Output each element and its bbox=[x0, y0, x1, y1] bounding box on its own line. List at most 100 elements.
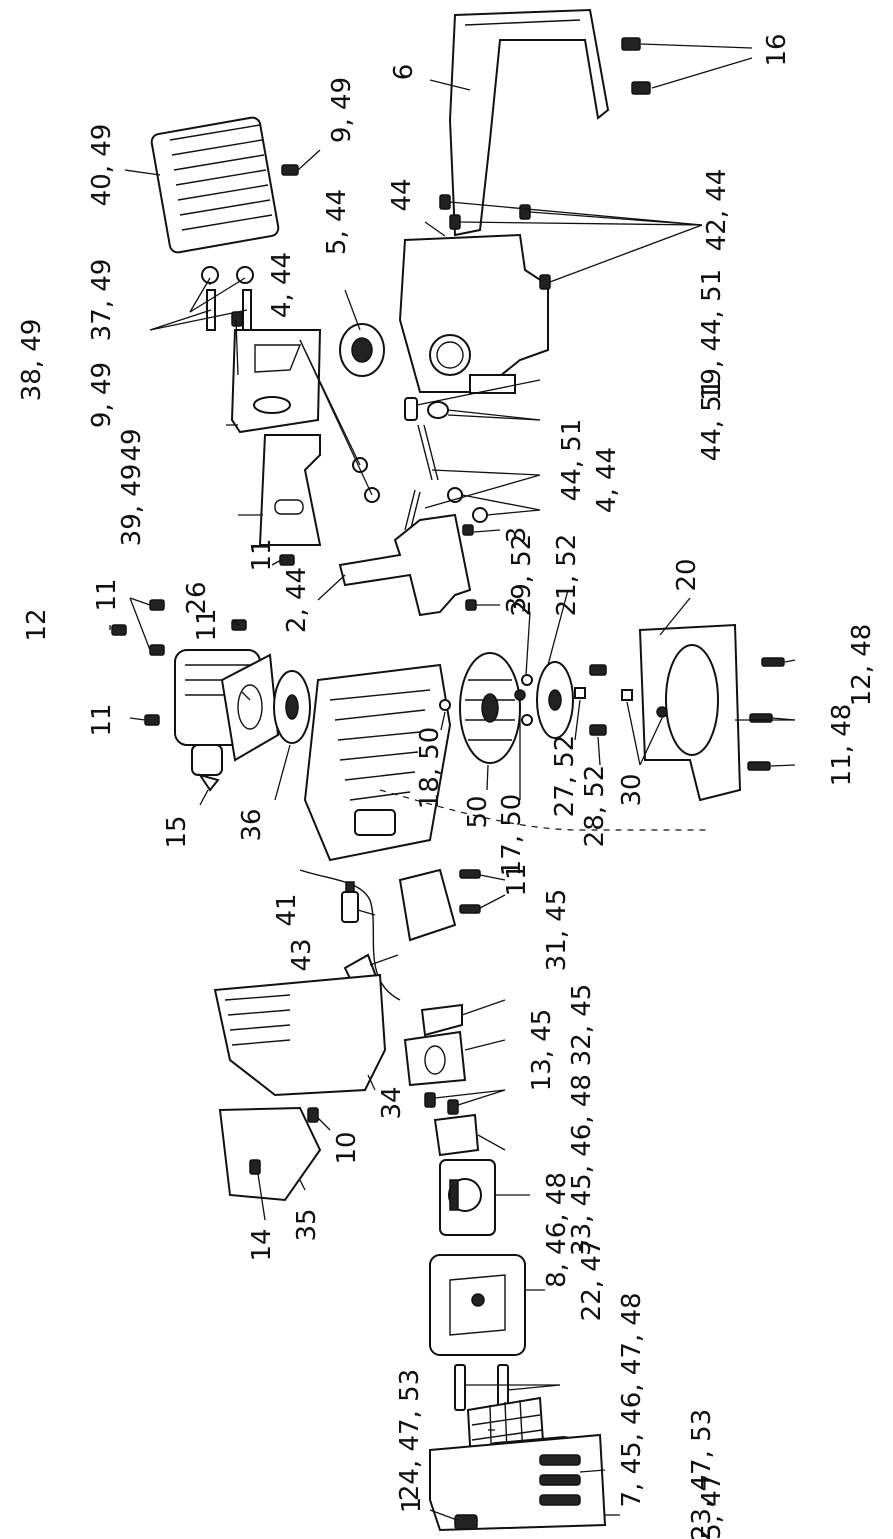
part-11-bolt bbox=[279, 554, 295, 566]
part-41-spark-plug bbox=[341, 881, 359, 923]
callout-8-46-48: 8, 46, 48 bbox=[542, 1172, 572, 1288]
part-25-filter-cover bbox=[429, 1433, 607, 1532]
part-10-screw bbox=[307, 1107, 319, 1123]
part-8-carburetor bbox=[439, 1159, 496, 1236]
part-6-cover bbox=[448, 8, 610, 237]
callout-18-50: 18, 50 bbox=[415, 727, 445, 810]
part-4-grommets bbox=[352, 457, 488, 523]
callout-29-52: 29, 52 bbox=[507, 534, 537, 617]
callout-15: 15 bbox=[162, 815, 192, 848]
callout-33-45-46-48: 33, 45, 46, 48 bbox=[567, 1074, 597, 1256]
part-50-flywheel bbox=[459, 652, 521, 764]
callout-4-44-right: 4, 44 bbox=[592, 447, 622, 513]
part-17-nut bbox=[514, 689, 526, 701]
callout-9-49-top: 9, 49 bbox=[327, 77, 357, 143]
callout-11-e: 11 bbox=[502, 863, 532, 896]
callout-23-47-53: 23, 47, 53 bbox=[687, 1409, 717, 1539]
callout-5-44: 5, 44 bbox=[322, 189, 352, 255]
part-31-32-33-carb-gaskets bbox=[403, 1003, 480, 1157]
part-5-fuel-cap bbox=[339, 323, 385, 377]
part-1-knob bbox=[454, 1514, 478, 1530]
callout-42-44: 42, 44 bbox=[702, 169, 732, 252]
callout-32-45: 32, 45 bbox=[567, 984, 597, 1067]
part-26-starter-gasket bbox=[220, 653, 280, 762]
part-29-washer bbox=[521, 674, 533, 686]
callout-11-48: 11, 48 bbox=[827, 704, 857, 787]
callout-3-bottom: 3 bbox=[502, 597, 532, 614]
callout-35: 35 bbox=[292, 1208, 322, 1241]
part-12-11-housing-bolts bbox=[747, 657, 785, 771]
callout-30: 30 bbox=[617, 773, 647, 806]
callout-10: 10 bbox=[332, 1131, 362, 1164]
part-49-muffler bbox=[230, 329, 322, 434]
engine-block bbox=[303, 663, 452, 862]
callout-20: 20 bbox=[672, 558, 702, 591]
part-7-screws bbox=[454, 1364, 509, 1411]
callout-22-47: 22, 47 bbox=[577, 1239, 607, 1322]
callout-49: 49 bbox=[117, 428, 147, 461]
callout-31-45: 31, 45 bbox=[542, 889, 572, 972]
callout-11-d: 11 bbox=[87, 703, 117, 736]
callout-12: 12 bbox=[22, 608, 52, 641]
part-40-muffler-shield bbox=[150, 116, 280, 254]
callout-44-51-a: 44, 51 bbox=[697, 379, 727, 462]
part-39-gasket bbox=[258, 434, 322, 546]
part-27-28-30-clutch-hardware bbox=[574, 664, 633, 736]
callout-27-52: 27, 52 bbox=[550, 735, 580, 818]
callout-40-49: 40, 49 bbox=[87, 124, 117, 207]
callout-21-52: 21, 52 bbox=[552, 534, 582, 617]
part-36-pulley bbox=[273, 670, 311, 744]
part-29-washer bbox=[521, 714, 533, 726]
part-37-38-washers bbox=[201, 266, 254, 331]
callout-50: 50 bbox=[463, 795, 493, 828]
callout-34: 34 bbox=[377, 1086, 407, 1119]
callout-12-48: 12, 48 bbox=[847, 624, 877, 707]
callout-labels: 16 6 9, 49 40, 49 44 5, 44 42, 44 4, 44 … bbox=[17, 33, 877, 1539]
callout-13-45: 13, 45 bbox=[527, 1009, 557, 1092]
part-22-air-box bbox=[429, 1254, 526, 1356]
part-19-fuel-filter-lines bbox=[404, 397, 449, 533]
part-3-nut-b bbox=[465, 599, 477, 611]
part-12-11-starter-bolts bbox=[111, 599, 165, 726]
callout-2-44: 2, 44 bbox=[282, 567, 312, 633]
callout-43: 43 bbox=[287, 938, 317, 971]
callout-44-51-b: 44, 51 bbox=[557, 419, 587, 502]
callout-11-b: 11 bbox=[192, 608, 222, 641]
callout-14: 14 bbox=[247, 1228, 277, 1261]
callout-19-44-51: 19, 44, 51 bbox=[697, 269, 727, 401]
callout-36: 36 bbox=[237, 808, 267, 841]
separation-line bbox=[379, 789, 710, 831]
part-16-bolts bbox=[621, 37, 651, 95]
part-14-screw bbox=[249, 1159, 261, 1175]
part-44-bracket bbox=[398, 233, 549, 394]
callout-44-top: 44 bbox=[387, 178, 417, 211]
callout-11-c: 11 bbox=[92, 578, 122, 611]
callout-16: 16 bbox=[762, 33, 792, 66]
callout-9-49-mid: 9, 49 bbox=[87, 362, 117, 428]
part-34-cylinder-cover bbox=[213, 973, 387, 1097]
callout-1: 1 bbox=[397, 1497, 427, 1514]
callout-38-49: 38, 49 bbox=[17, 319, 47, 402]
part-35-plate bbox=[218, 1106, 322, 1202]
part-20-clutch-housing bbox=[638, 623, 742, 802]
callout-6: 6 bbox=[389, 64, 419, 81]
part-3-nut-a bbox=[462, 524, 474, 536]
part-21-clutch bbox=[536, 661, 574, 739]
callout-39-49: 39, 49 bbox=[117, 464, 147, 547]
callout-17-50: 17, 50 bbox=[497, 794, 527, 877]
part-2-tank-bracket bbox=[338, 513, 472, 617]
callout-25-47: 25, 47 bbox=[697, 1474, 727, 1539]
part-9-bolt-top bbox=[281, 164, 299, 176]
callout-41: 41 bbox=[272, 893, 302, 926]
callout-11-a: 11 bbox=[247, 538, 277, 571]
callout-3-top: 3 bbox=[502, 527, 532, 544]
callout-28-52: 28, 52 bbox=[580, 765, 610, 848]
callout-37-49: 37, 49 bbox=[87, 259, 117, 342]
callout-7-45-46-47-48: 7, 45, 46, 47, 48 bbox=[617, 1293, 647, 1508]
callout-4-44-top: 4, 44 bbox=[267, 252, 297, 318]
callout-26: 26 bbox=[182, 581, 212, 614]
part-18-key bbox=[439, 699, 451, 711]
callout-24-47-53: 24, 47, 53 bbox=[395, 1369, 425, 1501]
leader-lines bbox=[109, 43, 796, 1521]
